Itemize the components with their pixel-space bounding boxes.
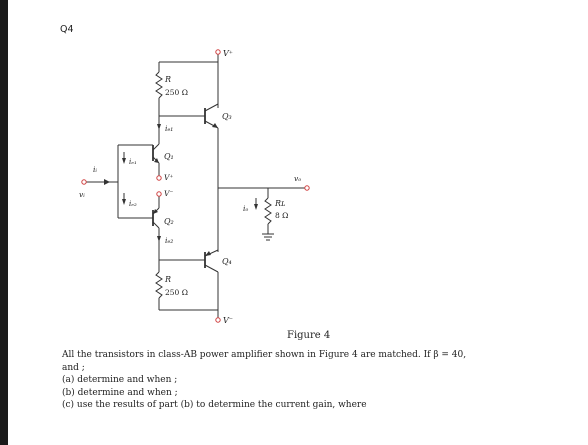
problem-intro: All the transistors in class-AB power am… xyxy=(62,350,467,360)
label-q3: Q₃ xyxy=(222,112,232,121)
ie1-arrow xyxy=(157,124,161,130)
resistor-r-top xyxy=(155,71,163,99)
label-q2: Q₂ xyxy=(164,217,174,226)
circuit-diagram: V⁺ R 250 Ω Q₃ iₑ₁ Q₁ iᵢ iₑ₁ V⁺ V⁻ vᵢ iₑ₂… xyxy=(79,49,310,325)
ii-arrow xyxy=(104,179,110,185)
ground-symbol xyxy=(262,233,274,241)
label-vminus-mid: V⁻ xyxy=(164,189,173,198)
resistor-r-bottom xyxy=(155,271,163,299)
label-ib1: iₑ₁ xyxy=(129,158,137,166)
problem-and-line: and ; xyxy=(62,362,85,373)
label-io: iₒ xyxy=(243,204,248,213)
resistor-rl xyxy=(264,197,272,225)
label-vo: vₒ xyxy=(294,174,301,183)
figure-caption: Figure 4 xyxy=(287,330,331,341)
q2-emitter-arrow xyxy=(153,209,158,214)
label-r-top: R xyxy=(164,75,171,84)
label-vminus-bottom: V⁻ xyxy=(223,316,233,325)
label-q1: Q₁ xyxy=(164,152,174,161)
q4-emitter-arrow xyxy=(205,251,211,256)
label-ie1: iₑ₁ xyxy=(165,124,173,133)
terminal-vplus-top xyxy=(215,49,221,55)
q3-emitter-arrow xyxy=(212,123,218,128)
problem-part-a: (a) determine and when ; xyxy=(62,375,178,386)
q1-emitter-arrow xyxy=(154,158,159,163)
left-border xyxy=(0,0,8,445)
label-q4: Q₄ xyxy=(222,257,232,266)
label-rl-value: 8 Ω xyxy=(275,211,288,220)
ie2-arrow xyxy=(157,236,161,242)
label-ii: iᵢ xyxy=(93,165,97,174)
label-r-bottom-value: 250 Ω xyxy=(165,288,188,297)
label-r-bottom: R xyxy=(164,275,171,284)
problem-text: All the transistors in class-AB power am… xyxy=(62,349,562,412)
terminal-vminus-mid xyxy=(156,191,162,197)
ib1-arrow xyxy=(122,158,126,164)
io-arrow xyxy=(254,204,258,210)
q4-collector xyxy=(204,264,219,273)
q2-collector xyxy=(152,221,160,229)
label-vplus-mid: V⁺ xyxy=(164,173,173,182)
ib2-arrow xyxy=(122,199,126,205)
terminal-vminus-bottom xyxy=(215,317,221,323)
terminal-vi xyxy=(81,179,87,185)
q1-collector xyxy=(152,143,160,151)
q3-collector xyxy=(204,103,219,112)
label-ie2: iₑ₂ xyxy=(165,236,173,245)
question-label: Q4 xyxy=(60,24,74,35)
terminal-vo xyxy=(304,185,310,191)
problem-part-b: (b) determine and when ; xyxy=(62,387,178,398)
label-r-top-value: 250 Ω xyxy=(165,88,188,97)
label-rl: Rʟ xyxy=(274,199,286,208)
label-ib2: iₑ₂ xyxy=(129,200,137,208)
label-vi: vᵢ xyxy=(79,190,85,199)
terminal-vplus-mid xyxy=(156,175,162,181)
label-vplus-top: V⁺ xyxy=(223,49,233,58)
problem-part-c: (c) use the results of part (b) to deter… xyxy=(62,400,367,411)
